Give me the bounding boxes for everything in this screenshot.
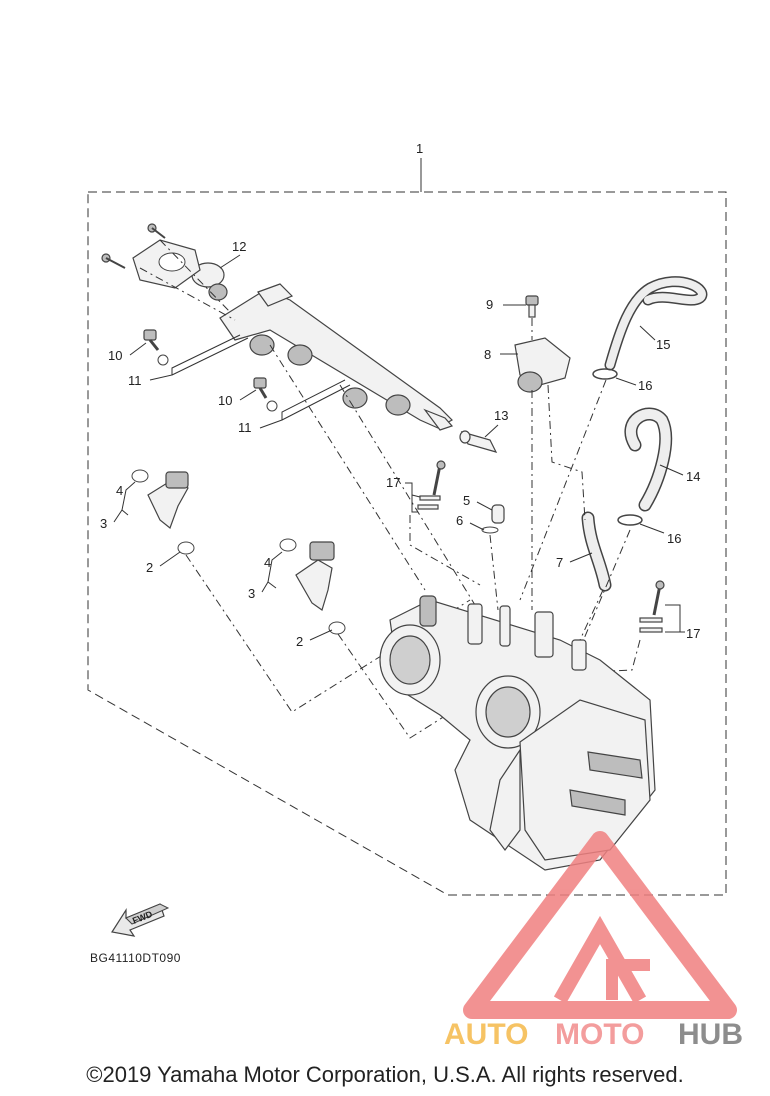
callout-15: 15 [656,337,670,352]
callout-5: 5 [463,493,470,508]
washer-icon [157,354,169,366]
assembly-boundary [87,191,727,896]
callout-6: 6 [456,513,463,528]
hose-piece [459,430,498,453]
automotohub-watermark-logo: AUTO MOTO HUB [444,831,743,1051]
callout-7: 7 [556,555,563,570]
bolt-icon [143,329,160,351]
washer-icon [481,526,499,534]
callout-8: 8 [484,347,491,362]
gasket-plate [132,239,201,289]
screw-set-icon [417,460,446,510]
fwd-arrow-icon [111,903,170,937]
callout-2: 2 [146,560,153,575]
screw-set-icon [639,580,665,633]
callout-16: 16 [638,378,652,393]
callout-11: 11 [238,420,252,435]
sensor-bracket [514,337,571,393]
throttle-body [379,595,656,871]
diagram-code: BG41110DT090 [90,951,181,965]
callout-10: 10 [108,348,122,363]
callout-12: 12 [232,239,246,254]
screw-icon [101,223,166,269]
hose-clip-icon [617,514,643,526]
callout-10: 10 [218,393,232,408]
callout-17: 17 [386,475,400,490]
washer-icon [266,400,278,412]
bolt-icon [253,377,268,399]
bolt-icon [525,295,539,318]
fuel-injector [131,469,195,555]
logo-word-auto: AUTO [444,1018,528,1051]
coolant-hose [624,407,673,512]
callout-1: 1 [416,141,423,156]
breather-hose [604,276,708,371]
callout-3: 3 [248,586,255,601]
callout-14: 14 [686,469,700,484]
callout-2: 2 [296,634,303,649]
short-hose [581,511,612,592]
callout-16: 16 [667,531,681,546]
logo-word-hub: HUB [678,1018,743,1051]
plug-icon [491,504,505,524]
callout-4: 4 [116,483,123,498]
callout-13: 13 [494,408,508,423]
callout-9: 9 [486,297,493,312]
copyright-notice: ©2019 Yamaha Motor Corporation, U.S.A. A… [86,1062,684,1087]
logo-word-moto: MOTO [555,1018,644,1051]
fuel-injector [279,538,346,635]
fuel-rail [219,283,454,431]
callout-11: 11 [128,373,142,388]
hose-clip-icon [592,368,618,380]
callout-4: 4 [264,555,271,570]
callout-3: 3 [100,516,107,531]
callout-17: 17 [686,626,700,641]
